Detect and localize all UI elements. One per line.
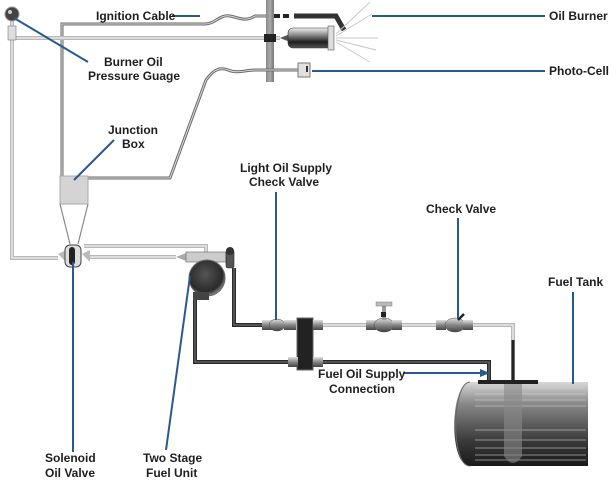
label-junction-box-line2: Box — [122, 137, 145, 151]
label-light-oil-check-valve-line2: Check Valve — [249, 175, 319, 189]
label-solenoid-valve-line2: Oil Valve — [45, 466, 95, 480]
label-two-stage-fuel-unit-line1: Two Stage — [143, 451, 202, 465]
label-pressure-gauge-line2: Pressure Guage — [88, 69, 180, 83]
label-fuel-oil-supply-line2: Connection — [329, 382, 395, 396]
two-stage-fuel-unit — [185, 247, 235, 300]
leader-lines — [13, 15, 574, 452]
check-valve — [436, 313, 473, 333]
label-photo-cell: Photo-Cell — [549, 64, 609, 78]
label-fuel-tank: Fuel Tank — [548, 275, 603, 289]
oil-burner-nozzle — [280, 1, 378, 63]
label-light-oil-check-valve-line1: Light Oil Supply — [240, 161, 332, 175]
burner-oil-pressure-gauge — [4, 6, 58, 260]
leader-pressure-gauge — [13, 17, 89, 63]
pump-supply-line-lower — [193, 300, 288, 364]
manifold-block — [296, 317, 314, 371]
junction-box — [59, 175, 89, 245]
label-oil-burner: Oil Burner — [549, 9, 608, 23]
ignition-cable — [60, 13, 347, 178]
solenoid-oil-valve — [58, 244, 90, 268]
label-check-valve: Check Valve — [426, 202, 496, 216]
label-fuel-oil-supply-line1: Fuel Oil Supply — [318, 367, 406, 381]
leader-two-stage-fuel-unit — [165, 275, 191, 451]
leader-junction-box — [73, 139, 115, 181]
photo-cell-wire — [66, 67, 300, 180]
label-solenoid-valve-line1: Solenoid — [45, 451, 96, 465]
shutoff-valve — [366, 301, 402, 333]
fuel-tank — [454, 380, 588, 467]
pump-supply-line-upper — [232, 268, 264, 327]
return-line — [323, 360, 491, 382]
label-two-stage-fuel-unit-line2: Fuel Unit — [146, 466, 197, 480]
label-ignition-cable: Ignition Cable — [96, 9, 176, 23]
light-oil-supply-check-valve — [262, 318, 296, 332]
arrow-head-icon — [480, 369, 490, 377]
burner-oil-line — [14, 34, 280, 42]
photo-cell — [297, 62, 311, 78]
label-pressure-gauge-line1: Burner Oil — [104, 55, 163, 69]
label-junction-box-line1: Junction — [108, 123, 158, 137]
